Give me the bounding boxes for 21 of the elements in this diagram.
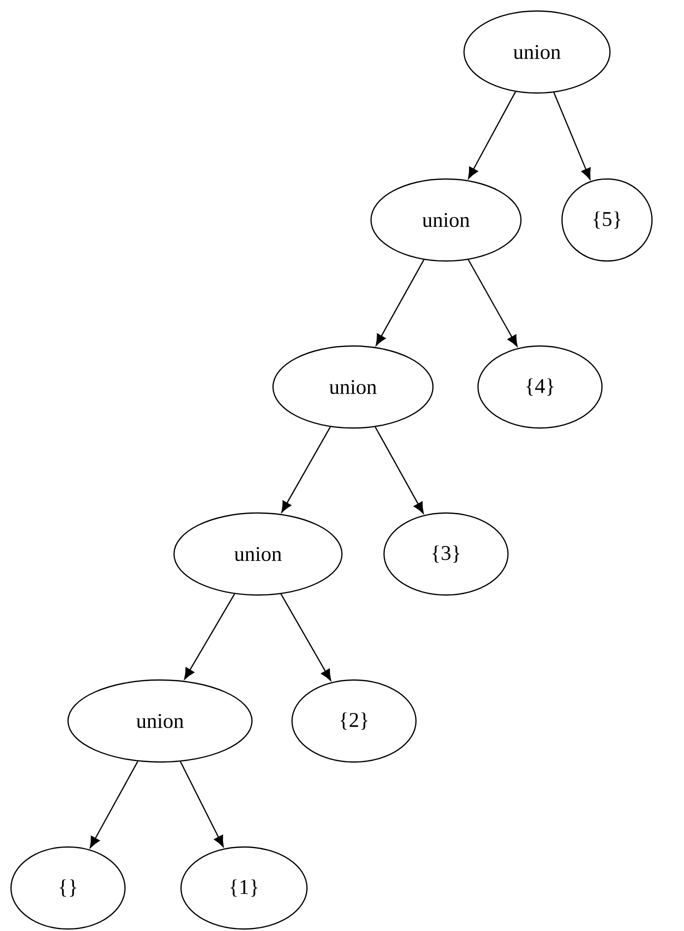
arrow xyxy=(180,761,224,848)
ellipse-node: union xyxy=(463,10,611,94)
arrow xyxy=(376,259,424,346)
ellipse-node: {1} xyxy=(180,846,308,930)
ellipse-node: union xyxy=(272,345,434,429)
ellipse-node: union xyxy=(370,178,522,262)
ellipse-node: {2} xyxy=(291,679,417,763)
arrow xyxy=(281,426,331,513)
ellipse-node: {4} xyxy=(477,345,603,429)
ellipse-node: {3} xyxy=(383,512,509,596)
ellipse-node: union xyxy=(173,512,343,596)
arrow xyxy=(553,92,591,180)
arrow xyxy=(184,594,236,680)
ellipse-node: union xyxy=(67,679,253,763)
arrow xyxy=(468,259,518,347)
arrow xyxy=(90,761,138,848)
arrow xyxy=(374,426,424,514)
arrow xyxy=(280,594,332,681)
arrow xyxy=(468,92,516,179)
ellipse-node: {} xyxy=(10,846,126,930)
ellipse-node: {5} xyxy=(561,178,653,262)
